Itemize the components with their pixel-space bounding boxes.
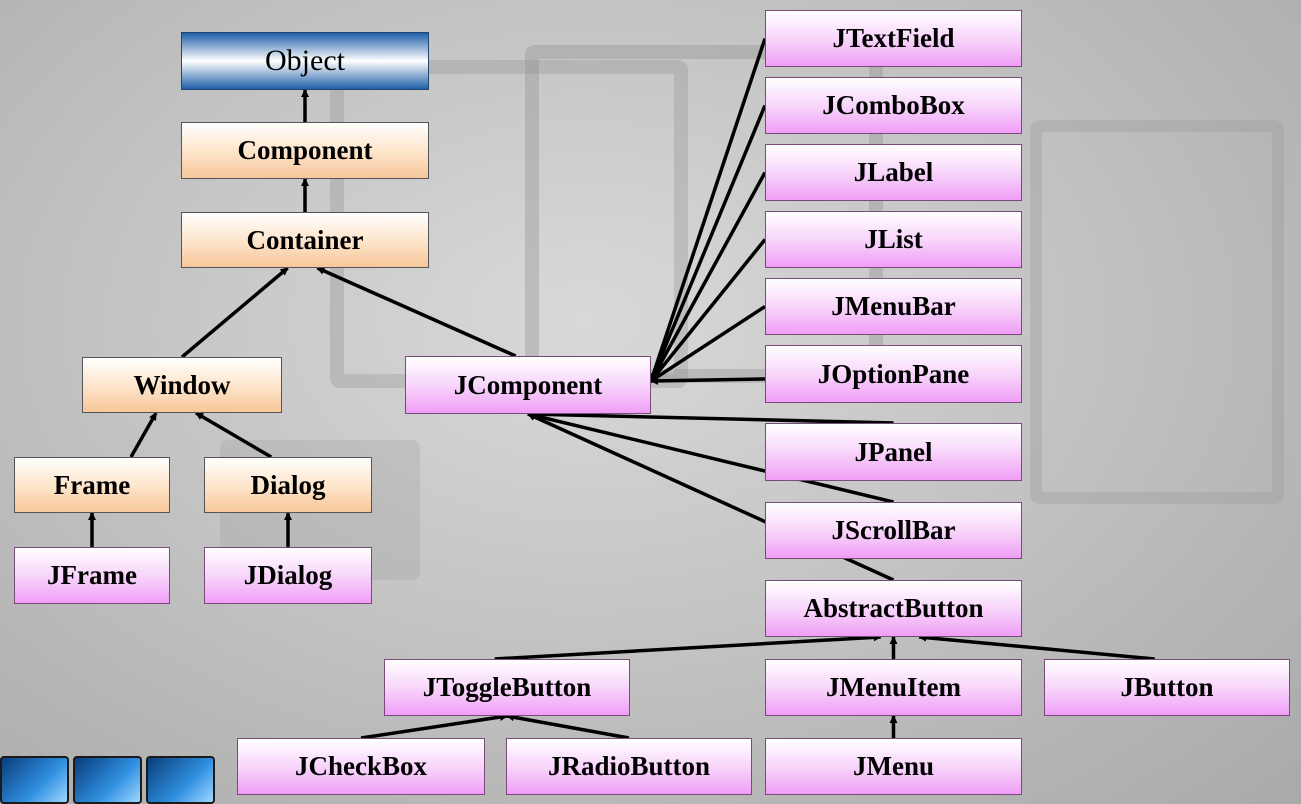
node-jcombobox: JComboBox xyxy=(765,77,1022,134)
node-jscrollbar: JScrollBar xyxy=(765,502,1022,559)
node-jcheckbox: JCheckBox xyxy=(237,738,485,795)
node-jframe: JFrame xyxy=(14,547,170,604)
monitor-icon xyxy=(73,756,142,804)
node-joptionpane: JOptionPane xyxy=(765,345,1022,403)
node-jlabel: JLabel xyxy=(765,144,1022,201)
edge-window-to-container xyxy=(180,266,289,359)
node-frame: Frame xyxy=(14,457,170,513)
node-abstractbutton: AbstractButton xyxy=(765,580,1022,637)
node-jpanel: JPanel xyxy=(765,423,1022,481)
edge-jcomponent-to-container xyxy=(316,266,517,358)
edge-jradiobutton-to-jtogglebutton xyxy=(506,713,630,740)
edge-jscrollbar-to-jcomponent xyxy=(527,411,894,504)
monitor-icon xyxy=(146,756,215,804)
node-jmenubar: JMenuBar xyxy=(765,278,1022,335)
edge-jcombobox-to-jcomponent xyxy=(649,104,767,382)
edge-jpanel-to-jcomponent xyxy=(527,410,894,425)
node-dialog: Dialog xyxy=(204,457,372,513)
edge-joptionpane-to-jcomponent xyxy=(650,376,766,385)
node-jtextfield: JTextField xyxy=(765,10,1022,67)
node-jlist: JList xyxy=(765,211,1022,268)
edge-jtogglebutton-to-abstractbutton xyxy=(494,633,882,661)
node-window: Window xyxy=(82,357,282,413)
node-component: Component xyxy=(181,122,429,179)
node-jmenu: JMenu xyxy=(765,738,1022,795)
edge-jcheckbox-to-jtogglebutton xyxy=(360,713,508,740)
node-jradiobutton: JRadioButton xyxy=(506,738,752,795)
node-jdialog: JDialog xyxy=(204,547,372,604)
logo xyxy=(0,752,215,804)
edge-jbutton-to-abstractbutton xyxy=(918,633,1155,661)
node-jtogglebutton: JToggleButton xyxy=(384,659,630,716)
edge-dialog-to-window xyxy=(195,411,273,459)
edge-jlist-to-jcomponent xyxy=(649,238,767,383)
node-object: Object xyxy=(181,32,429,90)
edge-jtextfield-to-jcomponent xyxy=(649,37,767,382)
monitor-icon xyxy=(0,756,69,804)
node-jmenuitem: JMenuItem xyxy=(765,659,1022,716)
node-jbutton: JButton xyxy=(1044,659,1290,716)
edge-jmenubar-to-jcomponent xyxy=(650,305,766,383)
node-jcomponent: JComponent xyxy=(405,356,651,414)
edge-jlabel-to-jcomponent xyxy=(649,171,767,382)
node-container: Container xyxy=(181,212,429,268)
edge-frame-to-window xyxy=(129,412,158,458)
